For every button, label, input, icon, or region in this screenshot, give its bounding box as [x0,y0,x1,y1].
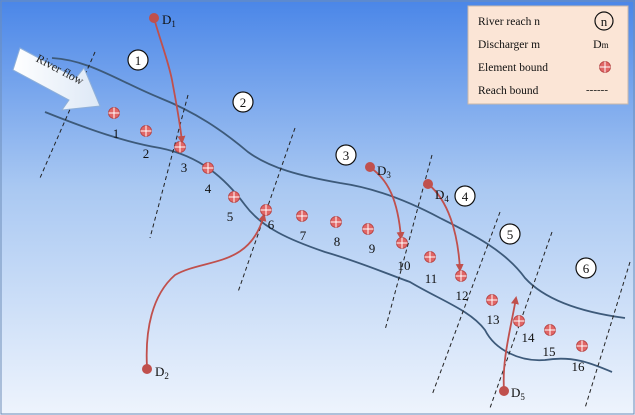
element-label: 12 [456,288,469,303]
discharger-label: D4 [435,187,449,204]
svg-text:1: 1 [135,53,142,68]
element-label: 10 [398,258,411,273]
reach-marker: 3 [335,144,357,166]
reach-marker: 5 [499,223,521,245]
legend-discharger-label: Discharger m [478,39,540,51]
discharger-point [149,13,159,23]
element-bound-marker [576,340,588,352]
legend-discharger-symbol: Dm [593,37,609,51]
reach-marker: 1 [127,49,149,71]
element-bound-marker [140,125,152,137]
discharger-label: D5 [511,385,525,402]
legend-river-reach-symbol-text: n [601,14,608,29]
reach-marker: 2 [232,91,254,113]
element-label: 3 [181,160,188,175]
element-label: 16 [572,359,586,374]
element-label: 11 [425,271,438,286]
discharge-arrow [370,167,405,240]
element-bound-marker [260,204,272,216]
discharger-point [142,364,152,374]
discharger-label: D3 [377,163,391,180]
element-label: 14 [522,330,536,345]
reach-marker: 6 [575,257,597,279]
element-bound-marker [513,315,525,327]
element-label: 4 [205,181,212,196]
element-bound-marker [228,191,240,203]
discharger-point [423,179,433,189]
element-bound-marker [362,223,374,235]
element-bound-marker [202,162,214,174]
river-bank-lower [44,111,613,373]
discharge-arrow [427,183,464,272]
reach-bound-line [149,94,189,239]
river-bank-upper [51,57,626,319]
element-label: 15 [543,344,556,359]
legend-reach-bound-symbol: ------ [586,84,608,96]
discharger-labels: D1 D2 D3 D4 D5 [155,12,525,402]
element-label: 2 [143,146,150,161]
legend-element-bound-icon [599,61,611,73]
discharger-label: D1 [162,12,176,29]
element-label: 13 [487,312,500,327]
legend-river-reach-symbol [594,11,614,31]
reach-markers: 1 2 3 4 5 6 [127,49,597,279]
element-bound-marker [455,270,467,282]
element-bound-marker [330,216,342,228]
element-label: 5 [227,209,234,224]
legend-element-bound-label: Element bound [478,62,548,74]
reach-bound-line [431,211,501,396]
element-bound-marker [424,251,436,263]
element-bound-marker [396,237,408,249]
element-bound-marker [486,294,498,306]
svg-text:4: 4 [462,189,469,204]
discharge-arrow [153,17,186,144]
element-bound-marker [108,107,120,119]
discharge-arrow [145,213,267,368]
legend-reach-bound-label: Reach bound [478,85,539,97]
discharger-point [499,386,509,396]
reach-marker: 4 [454,185,476,207]
element-label: 6 [268,217,275,232]
element-bound-marker [544,324,556,336]
discharger-point [365,162,375,172]
svg-text:6: 6 [583,261,590,276]
element-markers [108,107,588,352]
element-bound-marker [296,210,308,222]
svg-text:3: 3 [343,148,350,163]
river-flow-arrow-shape [12,47,101,111]
svg-text:2: 2 [240,95,247,110]
element-label: 1 [113,126,120,141]
element-bound-marker [174,141,186,153]
discharger-label: D2 [155,364,169,381]
element-label: 9 [369,241,376,256]
element-label: 8 [334,234,341,249]
discharge-arrows [145,17,519,391]
discharge-arrow [502,296,519,391]
legend: River reach n n Discharger m Dm Element … [467,5,629,105]
element-label: 7 [300,228,307,243]
legend-river-reach-label: River reach n [478,16,540,28]
svg-text:5: 5 [507,227,514,242]
reach-bound-line [584,261,631,409]
discharger-sources [142,13,509,396]
